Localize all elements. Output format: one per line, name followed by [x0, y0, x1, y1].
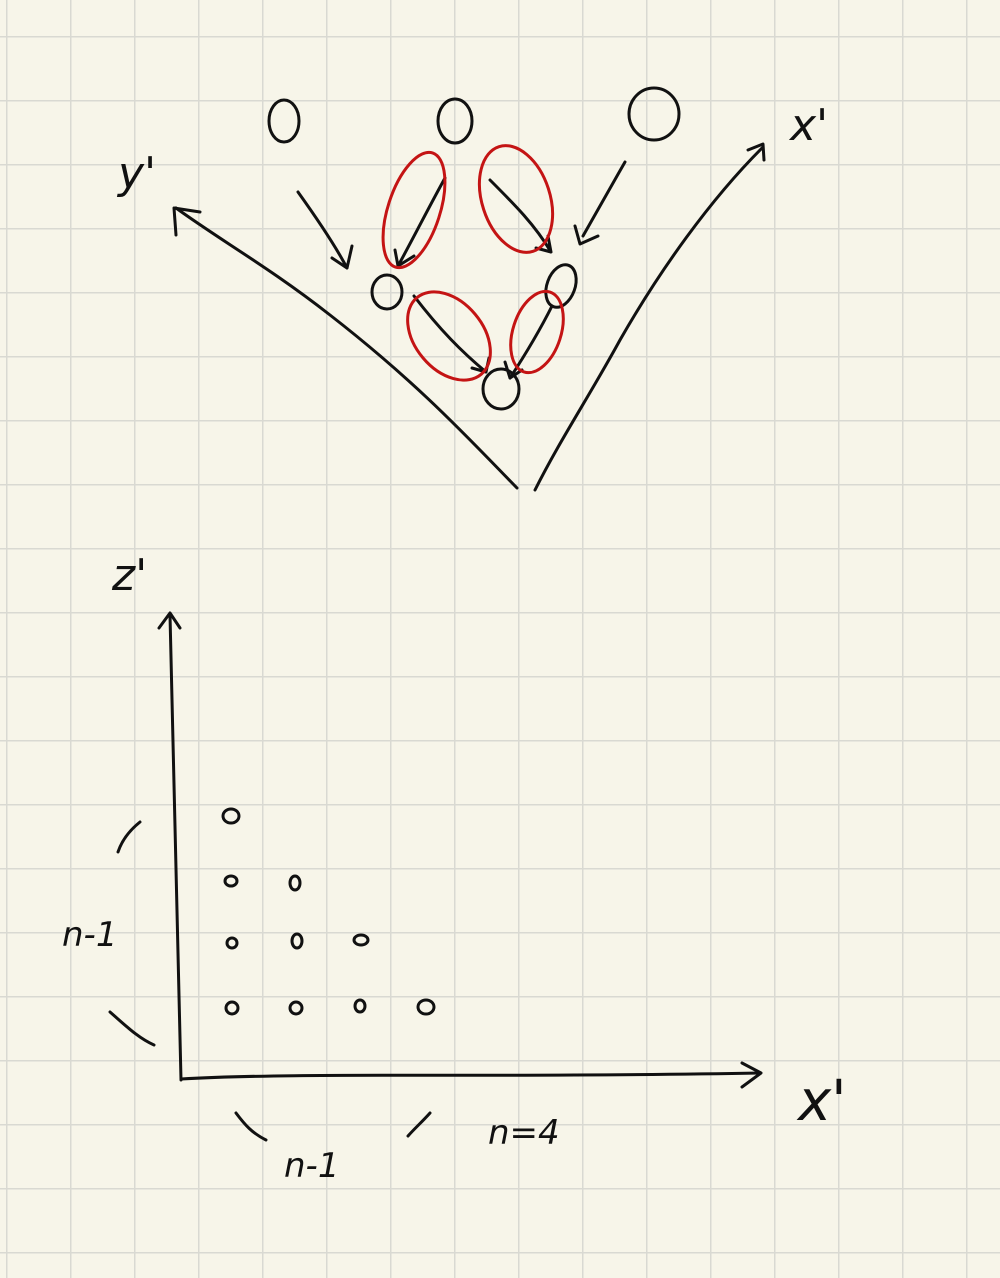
lattice-dot [223, 874, 239, 888]
y-prime-label: y' [116, 148, 156, 199]
lattice-dot [224, 1000, 240, 1016]
lattice-dot [416, 998, 436, 1016]
highlight-loop-1 [381, 150, 447, 270]
node-middle-right [544, 263, 578, 309]
bottom-brace-left [234, 1111, 268, 1142]
bottom-diagram: z' x' n-1 n-1 n=4 [62, 550, 847, 1186]
x-prime-arrowhead [746, 142, 766, 162]
top-diagram: y' x' [116, 86, 828, 492]
arrow-top-left-to-middle-left [296, 190, 354, 270]
node-middle-left [370, 273, 404, 311]
y-prime-axis [174, 206, 519, 490]
x-prime-axis-bottom [179, 1071, 762, 1081]
left-brace-top [116, 820, 142, 854]
highlight-loop-2 [477, 144, 555, 254]
y-prime-arrowhead [172, 206, 202, 237]
lattice-dot [352, 933, 370, 947]
node-top-right [627, 86, 681, 142]
arrow-middle-right-to-bottom [503, 304, 554, 380]
bottom-brace-right [406, 1111, 432, 1138]
highlight-loop-3 [406, 290, 492, 382]
node-top-left [267, 98, 301, 144]
bottom-brace-label: n-1 [284, 1146, 339, 1186]
node-top-middle [436, 97, 474, 145]
lattice-dot [353, 998, 367, 1014]
x-prime-axis [533, 146, 764, 492]
z-prime-axis [168, 613, 183, 1082]
left-brace-bottom [108, 1010, 156, 1047]
node-bottom [481, 367, 521, 411]
highlight-loop-4 [509, 289, 565, 375]
lattice-dot [288, 874, 302, 892]
arrow-top-right-to-middle-right [573, 160, 627, 246]
z-prime-label: z' [111, 550, 147, 601]
x-prime-label-bottom: x' [796, 1069, 847, 1134]
n-value-label: n=4 [488, 1113, 560, 1153]
lattice-dot [290, 932, 304, 950]
x-prime-arrowhead-bottom [740, 1061, 763, 1089]
arrow-top-middle-to-middle-left [393, 176, 447, 268]
side-brace-label: n-1 [62, 915, 117, 955]
lattice-dot [225, 936, 239, 950]
x-prime-label: x' [788, 100, 828, 151]
lattice-dot [221, 807, 241, 825]
arrow-top-middle-to-middle-right [488, 178, 553, 254]
lattice-dot [288, 1000, 304, 1016]
z-prime-arrowhead [157, 611, 182, 630]
